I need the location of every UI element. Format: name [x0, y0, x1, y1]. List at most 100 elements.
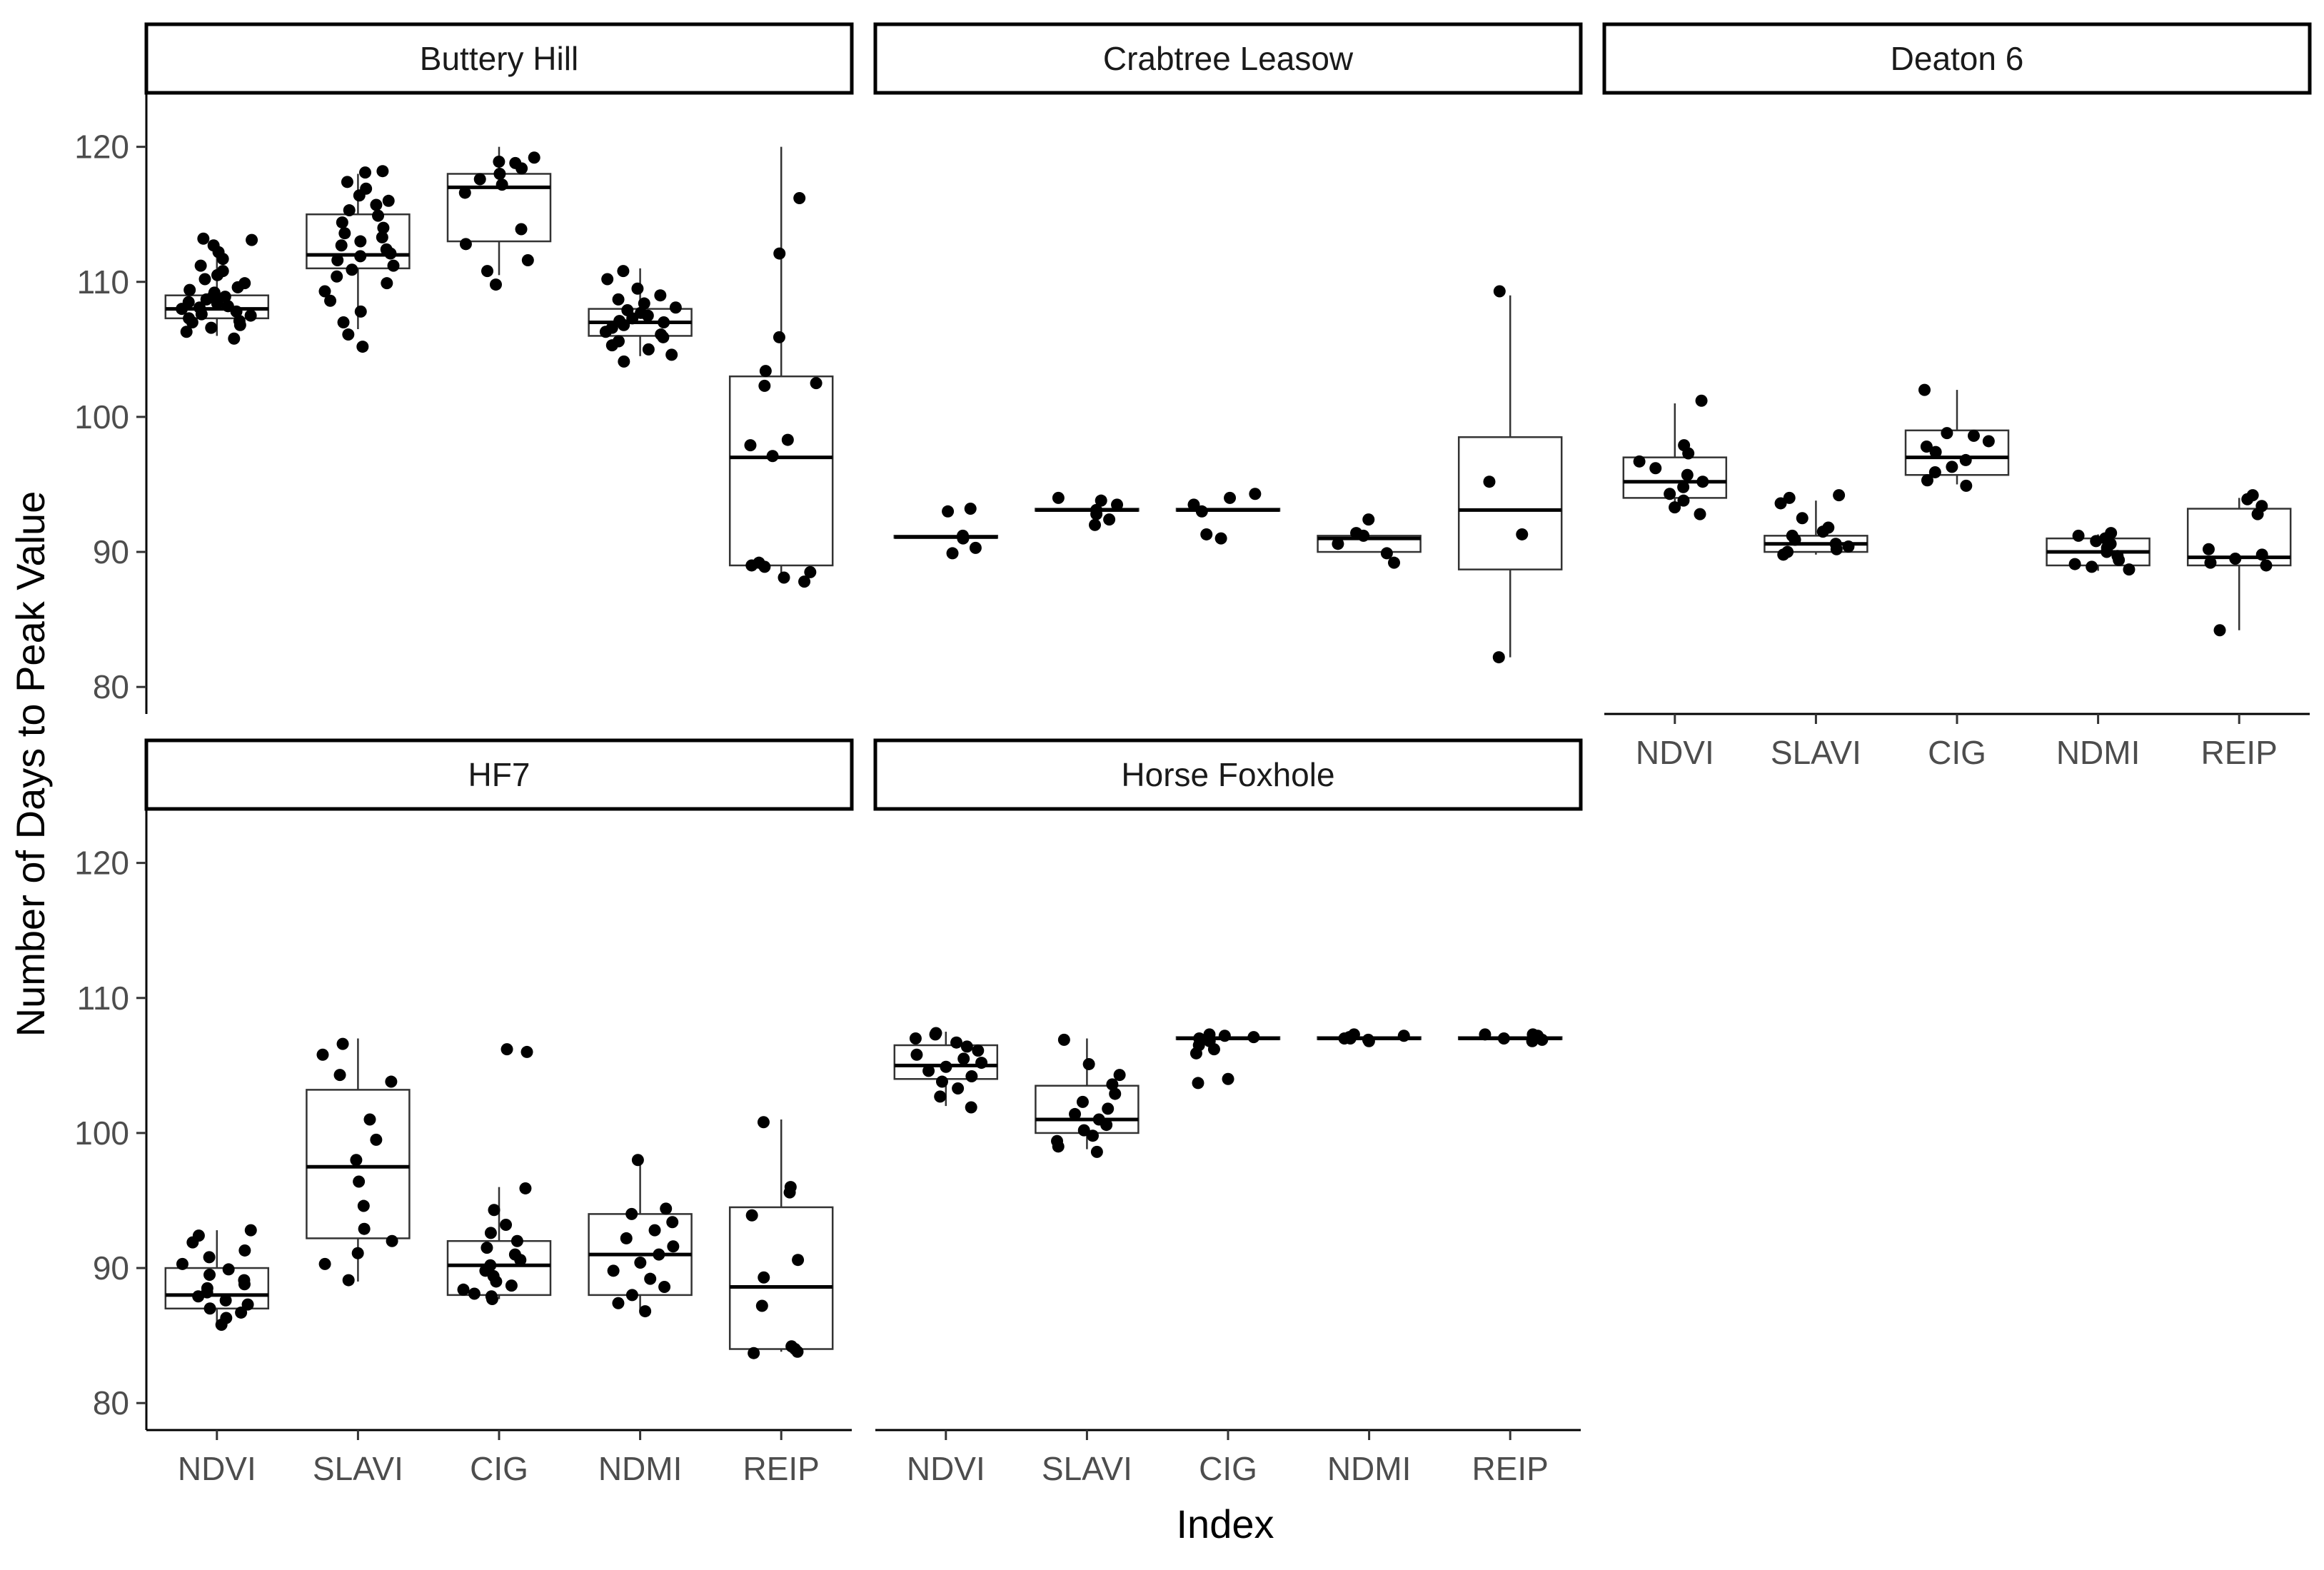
point-buttery-hill-reip: [804, 565, 817, 578]
point-hf7-ndvi: [238, 1274, 251, 1287]
point-horse-foxhole-ndvi: [910, 1048, 923, 1061]
y-tick-label: 120: [74, 129, 129, 166]
point-deaton-6-ndvi: [1677, 494, 1690, 507]
point-buttery-hill-ndvi: [233, 315, 246, 328]
point-horse-foxhole-reip: [1526, 1028, 1539, 1041]
point-crabtree-leasow-ndmi: [1362, 513, 1375, 526]
point-hf7-cig: [500, 1043, 513, 1056]
point-hf7-ndmi: [667, 1240, 680, 1253]
point-hf7-ndvi: [244, 1224, 257, 1237]
point-horse-foxhole-ndvi: [965, 1070, 978, 1082]
point-hf7-reip: [757, 1116, 770, 1129]
point-buttery-hill-reip: [773, 247, 786, 260]
box-crabtree-leasow-reip: [1457, 436, 1563, 570]
point-buttery-hill-reip: [778, 571, 790, 584]
point-buttery-hill-ndvi: [244, 309, 257, 322]
x-tick-label-slavi: SLAVI: [1771, 734, 1861, 771]
point-buttery-hill-ndvi: [180, 326, 193, 338]
point-hf7-ndmi: [625, 1207, 638, 1220]
point-horse-foxhole-slavi: [1076, 1095, 1089, 1108]
point-hf7-slavi: [363, 1113, 376, 1126]
box-hf7-reip: [728, 1206, 834, 1350]
point-deaton-6-ndmi: [2111, 550, 2124, 563]
x-tick-label-reip: REIP: [743, 1450, 820, 1487]
point-hf7-slavi: [353, 1175, 366, 1188]
y-tick-label: 90: [93, 1249, 129, 1287]
point-buttery-hill-slavi: [377, 221, 390, 234]
point-buttery-hill-ndmi: [635, 306, 648, 319]
point-buttery-hill-ndvi: [218, 291, 231, 303]
point-hf7-ndmi: [653, 1248, 665, 1261]
point-horse-foxhole-ndmi: [1362, 1033, 1374, 1046]
point-deaton-6-slavi: [1774, 497, 1787, 510]
point-buttery-hill-slavi: [356, 341, 369, 353]
point-crabtree-leasow-ndmi: [1380, 547, 1393, 560]
point-buttery-hill-ndvi: [228, 332, 241, 345]
point-buttery-hill-slavi: [354, 235, 367, 248]
point-buttery-hill-ndmi: [655, 328, 668, 341]
point-horse-foxhole-slavi: [1109, 1087, 1122, 1100]
point-horse-foxhole-ndvi: [935, 1075, 948, 1088]
point-horse-foxhole-cig: [1247, 1031, 1260, 1044]
x-tick-label-ndmi: NDMI: [2056, 734, 2141, 771]
facet-title-hf7: HF7: [468, 756, 530, 793]
point-buttery-hill-reip: [744, 439, 757, 452]
point-buttery-hill-cig: [493, 167, 506, 180]
point-hf7-ndvi: [219, 1294, 232, 1307]
point-hf7-ndvi: [222, 1263, 235, 1276]
point-buttery-hill-ndvi: [193, 301, 206, 314]
point-buttery-hill-ndmi: [613, 315, 626, 328]
point-hf7-reip: [748, 1347, 760, 1359]
x-tick-label-slavi: SLAVI: [1042, 1450, 1132, 1487]
point-horse-foxhole-ndvi: [975, 1057, 988, 1070]
point-hf7-reip: [755, 1299, 768, 1312]
point-crabtree-leasow-slavi: [1103, 513, 1116, 526]
point-deaton-6-ndvi: [1696, 475, 1709, 488]
point-buttery-hill-slavi: [372, 209, 385, 222]
point-deaton-6-ndmi: [2072, 529, 2085, 542]
point-hf7-cig: [457, 1283, 470, 1296]
point-buttery-hill-slavi: [376, 165, 389, 178]
x-tick-label-reip: REIP: [2201, 734, 2278, 771]
y-tick-label: 120: [74, 845, 129, 882]
point-buttery-hill-slavi: [381, 277, 393, 290]
point-hf7-slavi: [358, 1222, 371, 1235]
point-buttery-hill-slavi: [335, 239, 348, 252]
point-hf7-ndvi: [203, 1269, 216, 1281]
point-buttery-hill-ndvi: [221, 300, 234, 313]
point-buttery-hill-ndvi: [238, 277, 251, 290]
point-deaton-6-slavi: [1783, 491, 1796, 504]
point-buttery-hill-ndvi: [183, 312, 196, 325]
point-buttery-hill-cig: [489, 278, 502, 291]
point-buttery-hill-cig: [473, 173, 486, 186]
point-hf7-ndvi: [176, 1257, 188, 1270]
point-buttery-hill-slavi: [341, 176, 353, 188]
point-hf7-cig: [510, 1234, 523, 1247]
point-buttery-hill-slavi: [336, 216, 348, 229]
point-hf7-ndvi: [203, 1251, 216, 1264]
point-hf7-cig: [485, 1290, 498, 1303]
point-deaton-6-reip: [2255, 500, 2268, 513]
point-deaton-6-ndmi: [2068, 558, 2081, 570]
x-axis-title: Index: [1177, 1501, 1274, 1546]
point-buttery-hill-ndvi: [208, 286, 221, 299]
point-buttery-hill-ndmi: [654, 289, 667, 302]
point-hf7-slavi: [370, 1133, 383, 1146]
point-buttery-hill-ndvi: [198, 273, 211, 286]
point-deaton-6-slavi: [1796, 512, 1809, 525]
point-horse-foxhole-ndvi: [940, 1060, 952, 1073]
point-horse-foxhole-cig: [1193, 1032, 1206, 1045]
facet-strip-crabtree-leasow: [873, 22, 1583, 95]
point-deaton-6-reip: [2255, 548, 2268, 561]
point-horse-foxhole-ndvi: [952, 1082, 965, 1095]
point-buttery-hill-slavi: [346, 263, 358, 276]
point-hf7-reip: [758, 1271, 770, 1284]
point-buttery-hill-cig: [528, 151, 540, 164]
x-tick-label-ndvi: NDVI: [178, 1450, 256, 1487]
point-buttery-hill-ndmi: [669, 301, 682, 314]
point-hf7-slavi: [357, 1199, 370, 1212]
point-buttery-hill-ndmi: [631, 282, 644, 295]
point-buttery-hill-ndvi: [216, 265, 229, 278]
point-crabtree-leasow-slavi: [1095, 494, 1107, 507]
